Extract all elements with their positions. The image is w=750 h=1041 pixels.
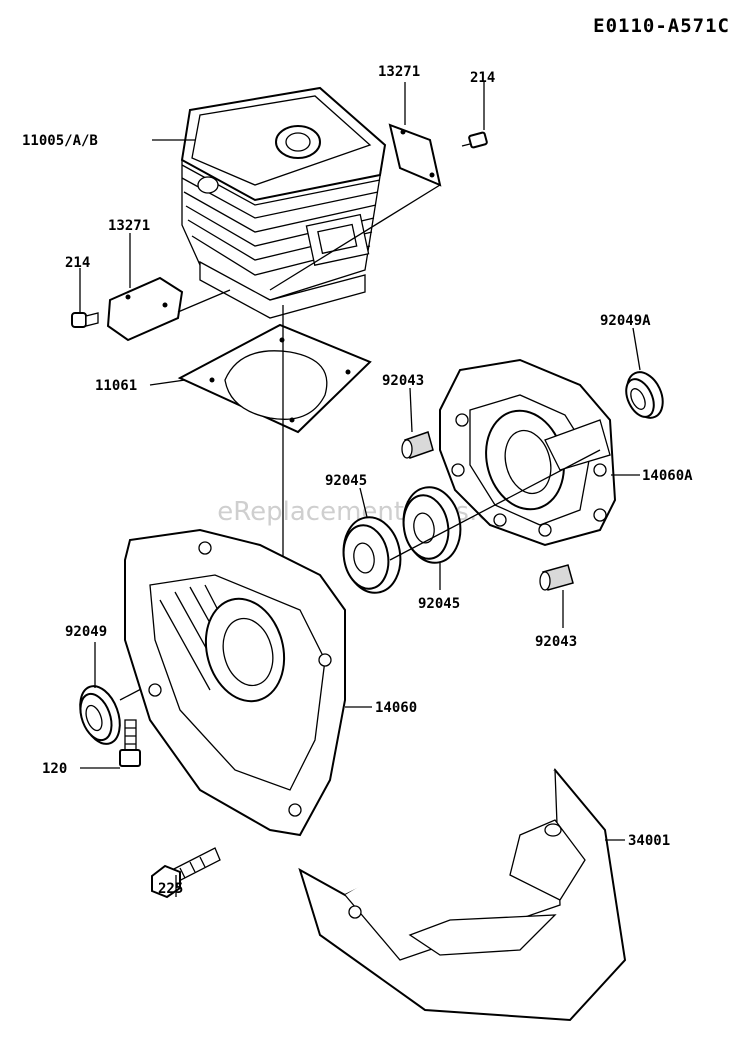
cover-part[interactable]: [298, 768, 627, 1022]
label-cylinder: 11005/A/B: [22, 133, 98, 149]
label-plate-top: 13271: [378, 64, 420, 80]
bolt-225-part[interactable]: [151, 847, 221, 899]
bearing-left-part[interactable]: [338, 513, 406, 598]
bolt-top-part[interactable]: [461, 131, 488, 149]
plate-top-part[interactable]: [388, 123, 442, 187]
label-crankcase-right: 14060A: [642, 468, 693, 484]
gasket-part[interactable]: [177, 323, 372, 434]
crankcase-right-part[interactable]: [439, 358, 617, 547]
label-oil-seal-left: 92049: [65, 624, 107, 640]
label-cover: 34001: [628, 833, 670, 849]
cylinder-part[interactable]: [180, 86, 387, 319]
label-plate-left: 13271: [108, 218, 150, 234]
bearing-right-part[interactable]: [398, 483, 466, 568]
oil-seal-left-part[interactable]: [73, 681, 127, 750]
label-oil-seal-right: 92049A: [600, 313, 651, 329]
label-bearing-right: 92045: [418, 596, 460, 612]
label-bolt-top: 214: [470, 70, 495, 86]
pin-upper-part[interactable]: [401, 431, 434, 459]
oil-seal-right-part[interactable]: [620, 366, 669, 423]
plate-left-part[interactable]: [106, 276, 184, 342]
diagram-code: E0110-A571C: [593, 15, 730, 37]
leader-lines: [79, 82, 641, 897]
label-crankcase-left: 14060: [375, 700, 417, 716]
label-pin-upper: 92043: [382, 373, 424, 389]
label-bolt-225: 225: [158, 881, 183, 897]
label-bearing-left: 92045: [325, 473, 367, 489]
bolt-left-part[interactable]: [71, 312, 99, 328]
label-bolt-left: 214: [65, 255, 90, 271]
pin-lower-part[interactable]: [539, 564, 574, 591]
crankcase-left-part[interactable]: [124, 528, 346, 837]
label-gasket: 11061: [95, 378, 137, 394]
bolt-120-part[interactable]: [119, 719, 141, 767]
label-bolt-120: 120: [42, 761, 67, 777]
label-pin-lower: 92043: [535, 634, 577, 650]
